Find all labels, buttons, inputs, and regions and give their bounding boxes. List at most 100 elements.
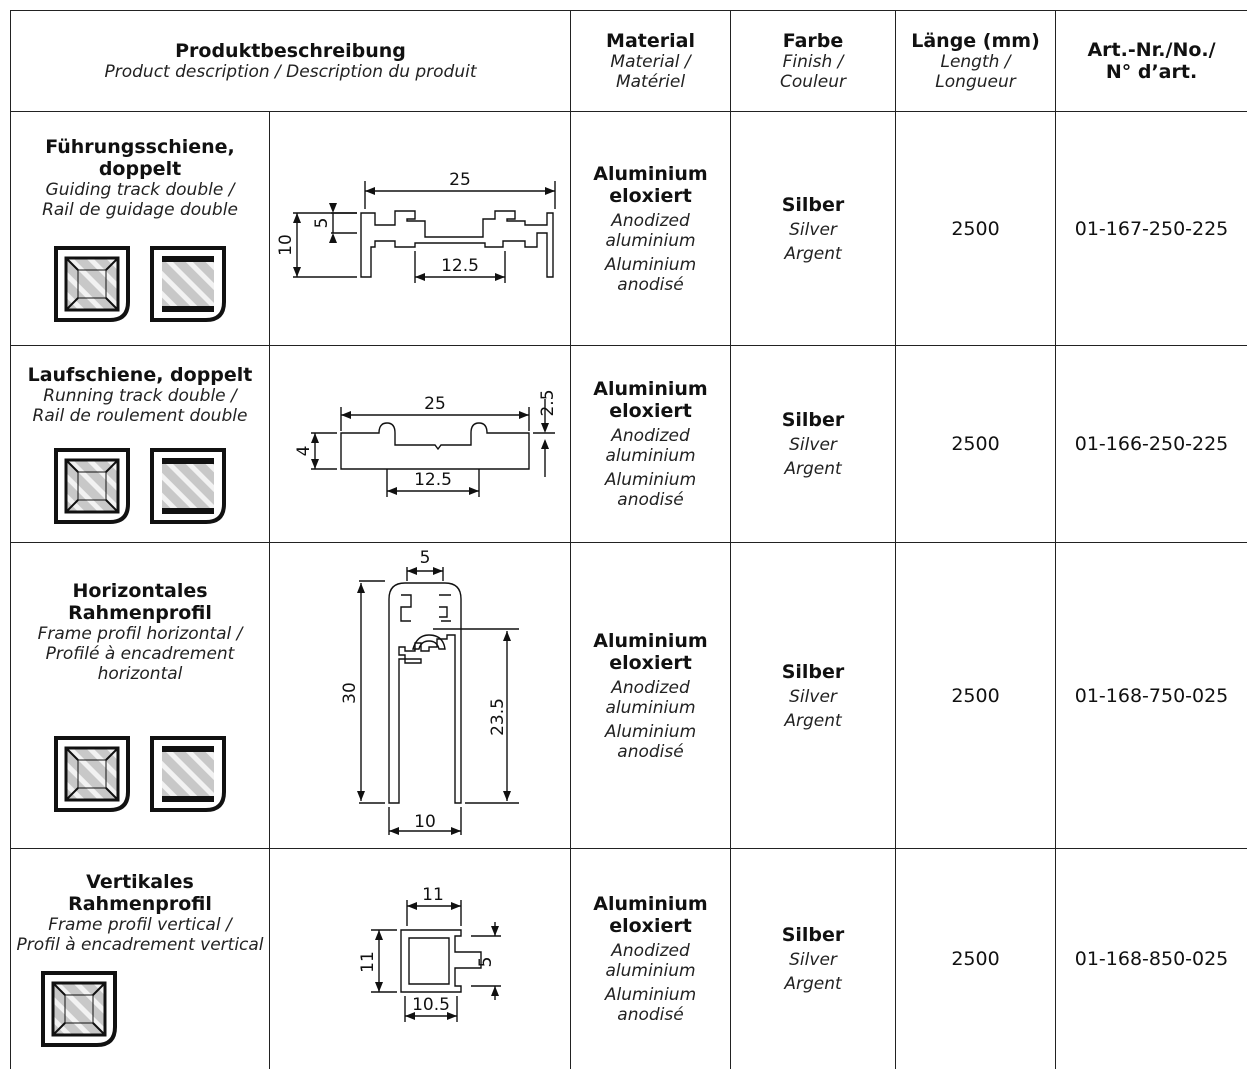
dim-height: 30 [340, 682, 360, 704]
header-material-title: Material [606, 30, 695, 52]
product-name-line2: Rahmenprofil [68, 893, 212, 915]
length-cell: 2500 [895, 542, 1057, 849]
finish-de: Silber [781, 660, 845, 683]
material-de-line2: eloxiert [609, 400, 692, 422]
material-fr-line1: Aluminium [604, 254, 697, 275]
finish-fr: Argent [784, 974, 842, 994]
dim-inner-height: 23.5 [488, 698, 508, 736]
material-de-line2: eloxiert [609, 915, 692, 937]
product-sub-line1: Running track double / [43, 386, 237, 406]
product-name-line1: Laufschiene, doppelt [27, 364, 253, 386]
dim-height: 10 [276, 234, 296, 256]
finish-en: Silver [789, 435, 837, 455]
material-en-line2: aluminium [605, 697, 696, 718]
finish-fr: Argent [784, 459, 842, 479]
material-en-line2: aluminium [605, 230, 696, 251]
header-product: Produktbeschreibung Product description … [9, 10, 572, 112]
dim-top-width: 5 [420, 548, 431, 568]
sliding-door-glass-icon [150, 245, 226, 322]
product-sub-line1: Frame profil vertical / [48, 915, 232, 935]
table-row: Vertikales Rahmenprofil Frame profil ver… [10, 848, 1247, 1069]
dim-top: 2.5 [538, 389, 558, 416]
dim-width: 25 [449, 170, 471, 190]
product-sub-line2: Profilé à encadrement [45, 643, 235, 664]
header-length-title: Länge (mm) [911, 30, 1040, 52]
profile-drawing-cell: 25 12.5 4 2.5 [268, 345, 572, 543]
material-en-line1: Anodized [611, 210, 690, 231]
running-track-drawing: 25 12.5 4 2.5 [294, 389, 558, 497]
profile-drawing-cell: 5 30 23.5 10 [268, 542, 572, 849]
dim-height: 11 [358, 951, 378, 973]
dim-height: 4 [294, 446, 314, 457]
table-row: Horizontales Rahmenprofil Frame profil h… [10, 542, 1247, 849]
product-spec-table: Produktbeschreibung Product description … [9, 10, 1247, 1069]
material-fr-line2: anodisé [617, 274, 684, 295]
header-material-sub2: Matériel [615, 72, 686, 92]
material-de-line1: Aluminium [593, 629, 708, 652]
table-row: Laufschiene, doppelt Running track doubl… [10, 345, 1247, 543]
material-cell: Aluminium eloxiert Anodized aluminium Al… [570, 542, 732, 849]
header-product-subtitle: Product description / Description du pro… [104, 62, 477, 82]
article-number-cell: 01-168-850-025 [1055, 848, 1247, 1069]
application-icons [11, 448, 269, 524]
frame-glass-icon [54, 735, 130, 812]
dim-width: 10 [414, 812, 436, 832]
product-sub-line2: Rail de roulement double [32, 406, 248, 426]
sliding-door-glass-icon [150, 448, 226, 524]
header-finish-sub2: Couleur [780, 72, 847, 92]
length-cell: 2500 [895, 345, 1057, 543]
material-en-line1: Anodized [611, 426, 690, 446]
header-finish-sub1: Finish / [782, 52, 844, 72]
material-fr-line2: anodisé [617, 741, 684, 762]
frame-glass-icon [54, 448, 130, 524]
product-description-cell: Horizontales Rahmenprofil Frame profil h… [10, 542, 270, 849]
material-cell: Aluminium eloxiert Anodized aluminium Al… [570, 848, 732, 1069]
guiding-track-drawing: 25 12.5 10 5 [276, 170, 556, 283]
dim-spacing: 12.5 [414, 470, 452, 490]
finish-en: Silver [789, 950, 837, 970]
material-de-line1: Aluminium [593, 893, 708, 915]
dim-width: 25 [424, 394, 446, 414]
header-article-title1: Art.-Nr./No./ [1087, 39, 1216, 61]
finish-de: Silber [781, 924, 845, 946]
product-description-cell: Laufschiene, doppelt Running track doubl… [10, 345, 270, 543]
material-fr-line1: Aluminium [604, 470, 697, 490]
dim-spacing: 12.5 [441, 256, 479, 276]
material-de-line1: Aluminium [593, 378, 708, 400]
material-cell: Aluminium eloxiert Anodized aluminium Al… [570, 111, 732, 346]
product-sub-line1: Frame profil horizontal / [37, 623, 243, 644]
sliding-door-glass-icon [150, 735, 226, 812]
header-article: Art.-Nr./No./ N° d’art. [1055, 10, 1247, 112]
dim-top-width: 11 [422, 885, 444, 905]
product-description-cell: Führungsschiene, doppelt Guiding track d… [10, 111, 270, 346]
finish-de: Silber [781, 409, 845, 431]
material-de-line2: eloxiert [609, 651, 692, 674]
finish-fr: Argent [784, 710, 842, 731]
finish-de: Silber [781, 193, 845, 216]
product-name-line2: Rahmenprofil [68, 601, 212, 624]
article-number-cell: 01-168-750-025 [1055, 542, 1247, 849]
product-name-line1: Horizontales [72, 579, 208, 602]
material-fr-line1: Aluminium [604, 721, 697, 742]
application-icons [11, 735, 269, 812]
dim-top: 5 [312, 217, 332, 228]
product-name-line1: Führungsschiene, [45, 135, 235, 158]
material-de-line2: eloxiert [609, 184, 692, 207]
article-number-cell: 01-166-250-225 [1055, 345, 1247, 543]
material-cell: Aluminium eloxiert Anodized aluminium Al… [570, 345, 732, 543]
horizontal-frame-drawing: 5 30 23.5 10 [340, 548, 519, 835]
dim-slot: 5 [476, 957, 496, 968]
table-row: Führungsschiene, doppelt Guiding track d… [10, 111, 1247, 346]
product-sub-line2: Profil à encadrement vertical [16, 935, 264, 955]
finish-cell: Silber Silver Argent [730, 848, 897, 1069]
product-description-cell: Vertikales Rahmenprofil Frame profil ver… [10, 848, 270, 1069]
frame-glass-icon [54, 245, 130, 322]
header-length-sub2: Longueur [935, 72, 1016, 92]
product-name-line1: Vertikales [86, 871, 194, 893]
material-en-line2: aluminium [605, 446, 696, 466]
frame-glass-icon [41, 971, 117, 1047]
header-product-title: Produktbeschreibung [175, 40, 406, 62]
length-cell: 2500 [895, 848, 1057, 1069]
finish-cell: Silber Silver Argent [730, 542, 897, 849]
vertical-frame-drawing: 11 11 5 10.5 [358, 885, 501, 1022]
